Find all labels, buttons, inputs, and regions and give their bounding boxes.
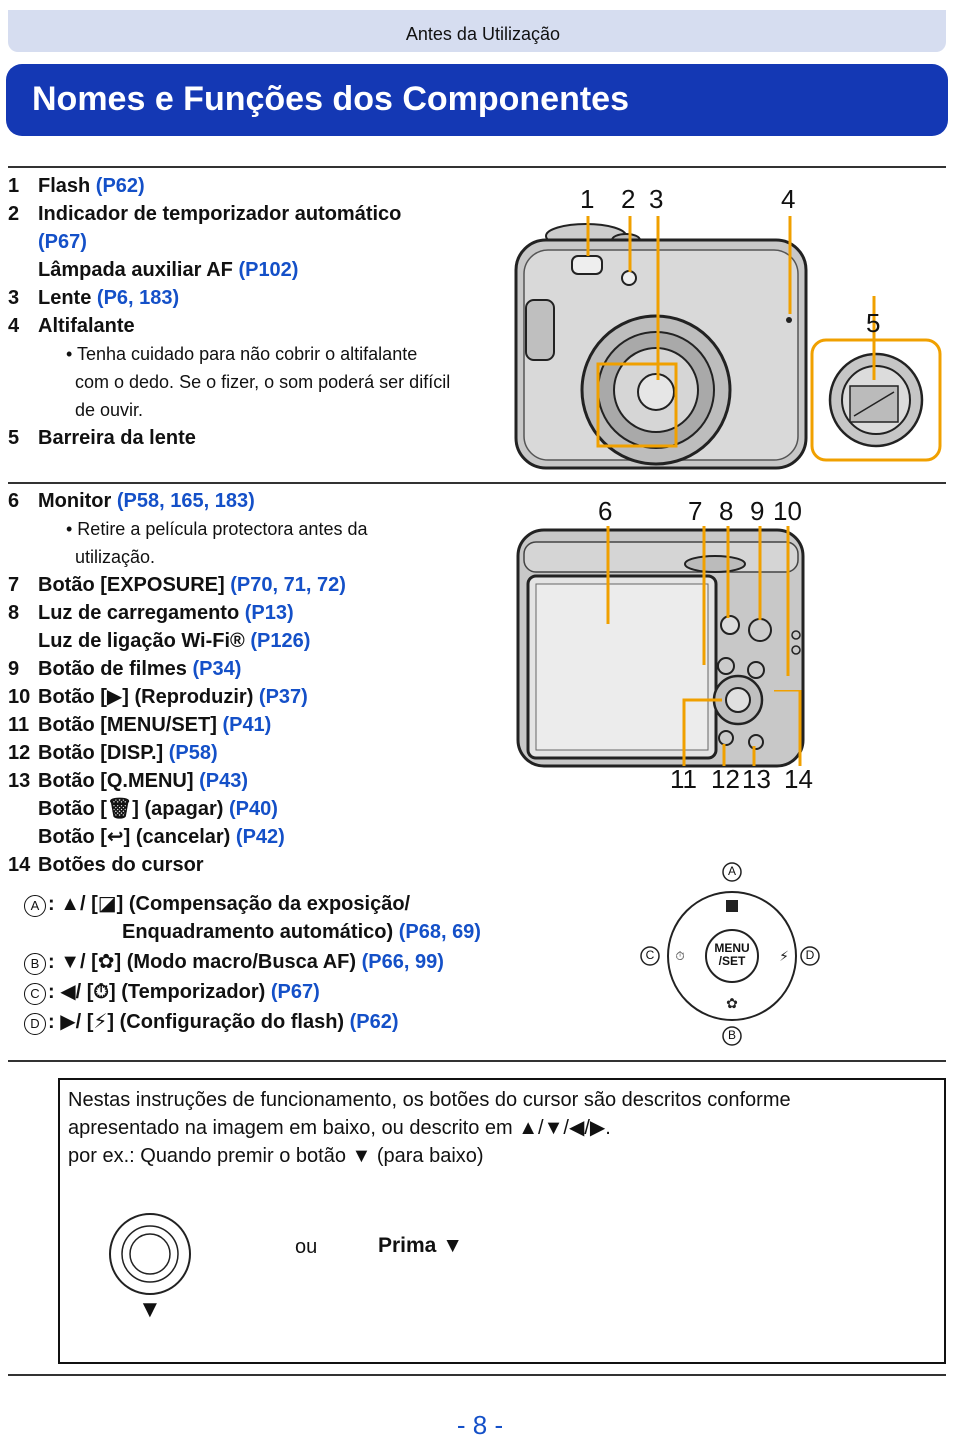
callout-14: 14	[784, 764, 813, 794]
note-bullet: • Retire a película protectora antes da	[66, 519, 368, 539]
svg-text:✿: ✿	[726, 996, 738, 1012]
callout-1: 1	[580, 184, 595, 214]
cursor-dial: ✿ ⏱ ⚡	[640, 862, 820, 1046]
svg-text:⚡: ⚡	[779, 949, 789, 965]
divider	[8, 166, 946, 168]
page-number: - 8 -	[456, 1410, 504, 1440]
list-item: Botão [🗑] (apagar) (P40)	[38, 798, 278, 820]
cursor-list: A: ▲/ [◪] (Compensação da exposição/ Enq…	[24, 890, 584, 1036]
callout-7: 7	[688, 496, 703, 526]
down-arrow-icon: ▼	[138, 1296, 162, 1323]
cursor-item: D: ▶/ [⚡] (Configuração do flash) (P62)	[24, 1008, 584, 1036]
note-bullet: utilização.	[75, 547, 156, 567]
page-title: Nomes e Funções dos Componentes	[32, 80, 629, 118]
dial-label-a: A	[727, 864, 736, 878]
divider	[8, 1374, 946, 1376]
cursor-item: B: ▼/ [✿] (Modo macro/Busca AF) (P66, 99…	[24, 948, 584, 976]
dial-label-d: D	[805, 948, 815, 962]
section-label: Antes da Utilização	[405, 24, 560, 44]
callout-12: 12	[711, 764, 740, 794]
callout-2: 2	[621, 184, 636, 214]
note-text: Nestas instruções de funcionamento, os b…	[68, 1089, 791, 1167]
note-bullet: com o dedo. Se o fizer, o som poderá ser…	[75, 372, 451, 392]
callout-3: 3	[649, 184, 664, 214]
dial-label-b: B	[727, 1028, 736, 1042]
menu-set-label: MENU/SET	[714, 941, 750, 968]
svg-text:⏱: ⏱	[675, 949, 684, 963]
divider	[8, 482, 946, 484]
cursor-item: Enquadramento automático) (P68, 69)	[122, 921, 481, 943]
cursor-button-example	[109, 1213, 191, 1295]
camera-front-illustration	[514, 216, 942, 470]
list-item: Lâmpada auxiliar AF (P102)	[38, 259, 299, 281]
cursor-item: C: ◀/ [⏱] (Temporizador) (P67)	[24, 978, 584, 1006]
callout-9: 9	[750, 496, 765, 526]
list-item: (P67)	[38, 231, 87, 253]
callout-bracket	[682, 690, 802, 766]
callout-10: 10	[773, 496, 802, 526]
callout-4: 4	[781, 184, 796, 214]
callout-11: 11	[670, 764, 697, 794]
camera-back-illustration	[516, 526, 805, 768]
note-box	[58, 1078, 946, 1364]
dial-label-c: C	[645, 948, 655, 962]
list-item: Botão [↩] (cancelar) (P42)	[38, 826, 285, 848]
header-bar	[8, 10, 946, 52]
prima-label: Prima ▼	[378, 1234, 463, 1257]
list-item: Luz de ligação Wi-Fi® (P126)	[38, 630, 311, 652]
cursor-item: A: ▲/ [◪] (Compensação da exposição/	[24, 890, 584, 918]
callout-5: 5	[866, 308, 881, 338]
divider	[8, 1060, 946, 1062]
callout-6: 6	[598, 496, 613, 526]
callout-8: 8	[719, 496, 734, 526]
note-bullet: • Tenha cuidado para não cobrir o altifa…	[66, 344, 418, 364]
title-bar	[6, 64, 948, 136]
ou-label: ou	[295, 1236, 318, 1258]
note-bullet: de ouvir.	[75, 400, 144, 420]
callout-13: 13	[742, 764, 771, 794]
